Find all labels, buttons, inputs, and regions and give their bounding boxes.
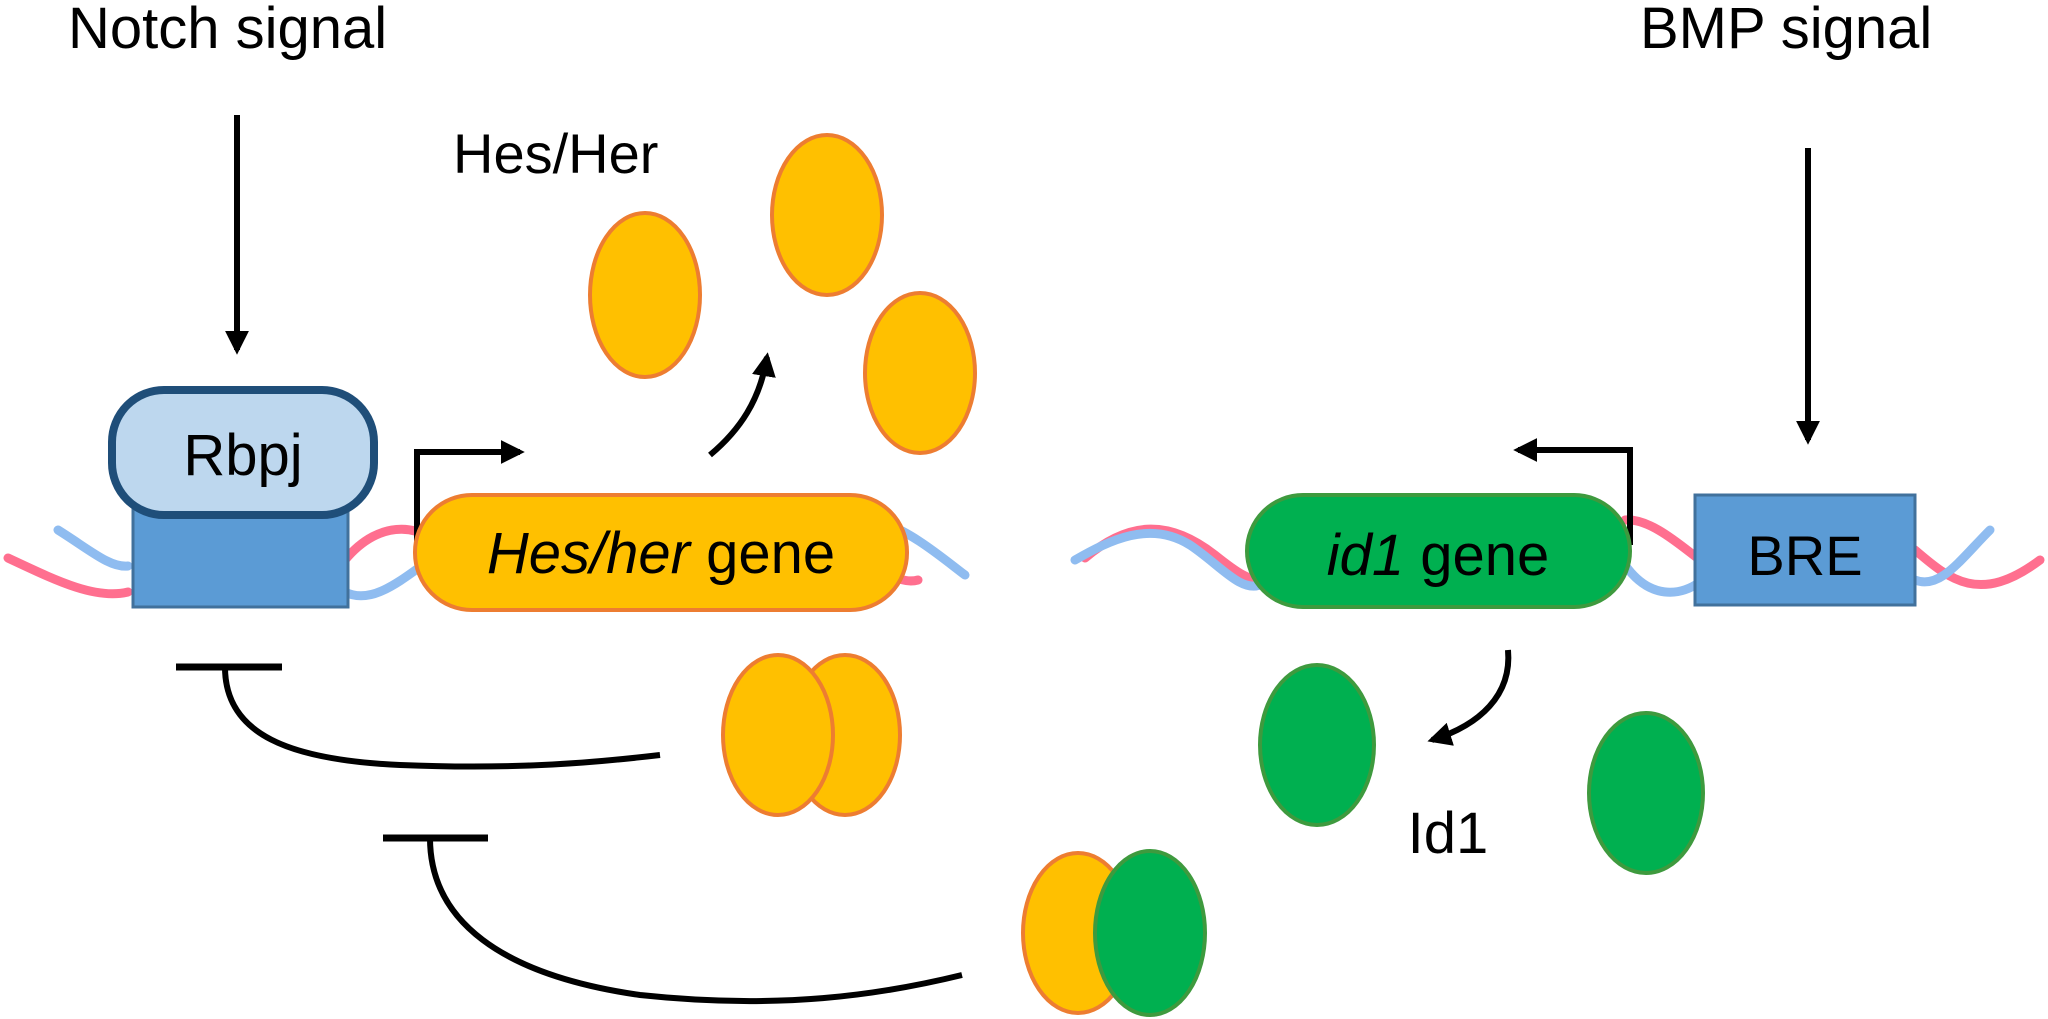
notch-signal-label: Notch signal: [68, 0, 387, 61]
hes-her-monomer-2: [770, 133, 884, 297]
bmp-signal-label: BMP signal: [1640, 0, 1932, 61]
hes-her-gene-suffix: gene: [690, 521, 835, 586]
bre-box: [1693, 493, 1917, 607]
id1-gene-label: id1 gene: [1327, 523, 1550, 588]
hes-her-translation-arrow: [708, 352, 776, 458]
id1-protein-label: Id1: [1408, 801, 1489, 866]
id1-gene-suffix: gene: [1404, 523, 1549, 588]
id1-gene: [1245, 493, 1632, 609]
hes-her-gene: [413, 493, 909, 612]
heterodimer-id1: [1093, 849, 1207, 1017]
bre-label: BRE: [1747, 524, 1862, 587]
hes-her-monomer-3: [863, 291, 977, 455]
hes-id1-heterodimer: [1021, 849, 1207, 1017]
hes-her-protein-label: Hes/Her: [453, 122, 658, 185]
rbpj-dna-box: [131, 503, 350, 609]
hes-dimer-inhibition-curve: [222, 666, 661, 770]
id1-translation-arrow: [1427, 649, 1512, 746]
id1-gene-italic: id1: [1327, 523, 1404, 588]
id1-monomer-2: [1587, 711, 1705, 875]
hes-her-gene-italic: Hes/her: [487, 521, 693, 586]
rbpj-protein: [108, 386, 378, 519]
hes-her-dimer-front: [721, 653, 835, 817]
rbpj-label: Rbpj: [183, 423, 302, 488]
hes-her-gene-label: Hes/her gene: [487, 521, 835, 586]
hes-dimer-inhibition: [176, 663, 661, 770]
id1-promoter-arrow: [1513, 438, 1633, 545]
hes-promoter-arrow: [414, 440, 525, 545]
dna-right: [1070, 515, 2045, 597]
heterodimer-inhibition: [383, 834, 963, 1005]
heterodimer-inhibition-curve: [427, 837, 963, 1005]
id1-monomer-1: [1258, 663, 1376, 827]
hes-her-dimer: [721, 653, 902, 817]
hes-her-monomer-1: [588, 211, 702, 379]
